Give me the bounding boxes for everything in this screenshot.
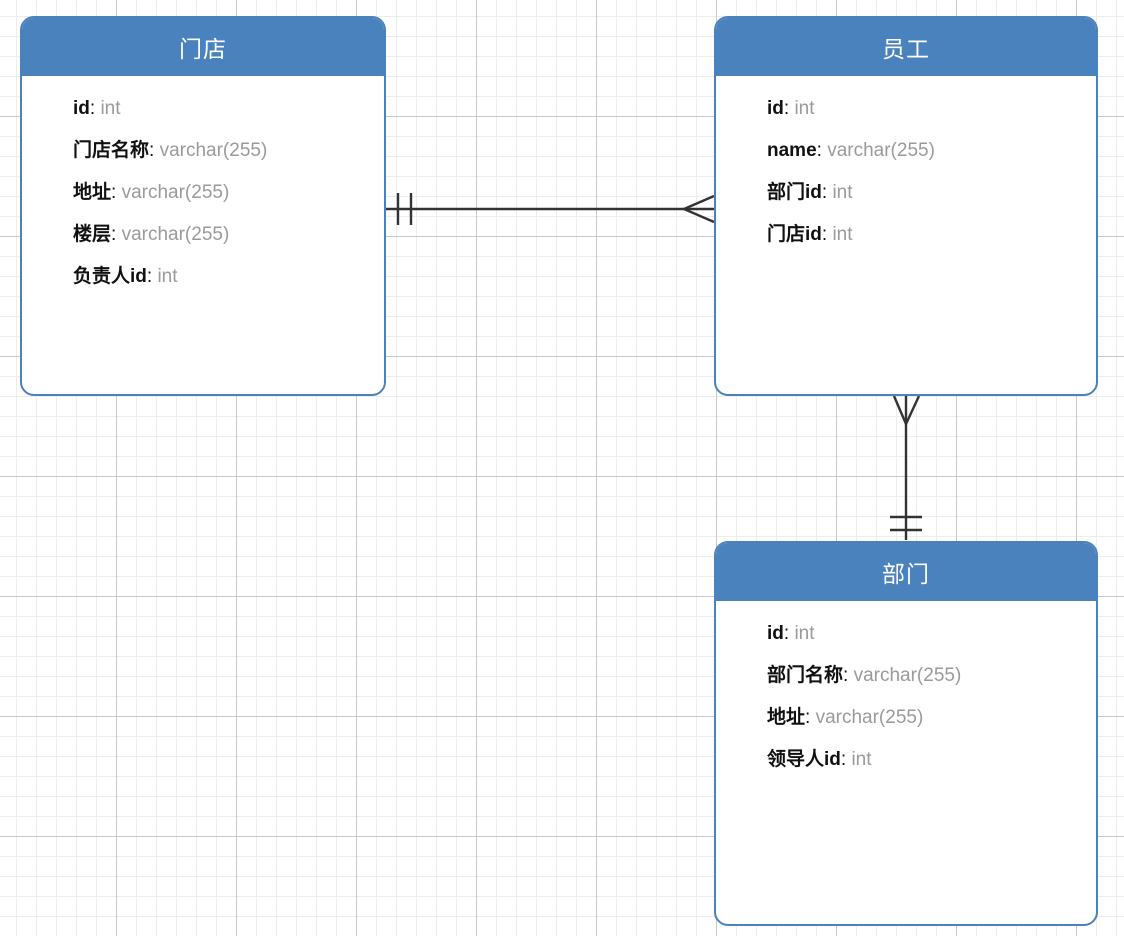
field-separator: : <box>146 266 153 287</box>
field-row: 地址: varchar(255) <box>22 172 384 214</box>
field-type: int <box>794 623 815 644</box>
field-row: 负责人id: int <box>22 256 384 298</box>
field-separator: : <box>783 623 790 644</box>
field-separator: : <box>111 182 117 203</box>
field-separator: : <box>805 707 811 728</box>
field-row: 楼层: varchar(255) <box>22 214 384 256</box>
entity-store-title: 门店 <box>22 18 384 76</box>
field-type: int <box>100 98 121 119</box>
field-name: 地址 <box>767 707 806 728</box>
field-separator: : <box>843 665 849 686</box>
field-separator: : <box>840 749 847 770</box>
field-type: varchar(255) <box>853 665 962 686</box>
field-separator: : <box>89 98 96 119</box>
field-type: varchar(255) <box>159 140 268 161</box>
field-type: int <box>832 182 853 203</box>
field-name: id <box>767 623 784 644</box>
field-type: varchar(255) <box>121 182 230 203</box>
field-separator: : <box>821 182 828 203</box>
field-name: 楼层 <box>73 224 112 245</box>
field-type: int <box>794 98 815 119</box>
entity-department-title: 部门 <box>716 543 1096 601</box>
field-type: int <box>832 224 853 245</box>
field-separator: : <box>783 98 790 119</box>
entity-store-fields: id: int 门店名称: varchar(255) 地址: varchar(2… <box>22 76 384 308</box>
field-type: varchar(255) <box>827 140 935 161</box>
field-type: int <box>157 266 178 287</box>
field-type: int <box>851 749 872 770</box>
entity-department-fields: id: int 部门名称: varchar(255) 地址: varchar(2… <box>716 601 1096 791</box>
field-row: 领导人id: int <box>716 739 1096 781</box>
field-name: 领导人id <box>767 749 841 770</box>
field-separator: : <box>111 224 117 245</box>
field-name: 负责人id <box>73 266 147 287</box>
field-row: id: int <box>716 613 1096 655</box>
field-row: id: int <box>22 88 384 130</box>
field-name: 门店名称 <box>73 140 150 161</box>
entity-employee-title: 员工 <box>716 18 1096 76</box>
field-name: id <box>73 98 90 119</box>
field-row: 部门id: int <box>716 172 1096 214</box>
field-separator: : <box>816 140 822 161</box>
entity-employee[interactable]: 员工 id: int name: varchar(255) 部门id: int … <box>714 16 1098 396</box>
entity-employee-fields: id: int name: varchar(255) 部门id: int 门店i… <box>716 76 1096 266</box>
field-name: 部门名称 <box>767 665 844 686</box>
field-separator: : <box>821 224 828 245</box>
field-name: id <box>767 98 784 119</box>
field-name: 部门id <box>767 182 822 203</box>
relationship-store-employee[interactable] <box>386 193 715 225</box>
field-row: 部门名称: varchar(255) <box>716 655 1096 697</box>
cardinality-many-crowsfoot <box>683 194 715 224</box>
relationship-department-employee[interactable] <box>890 395 922 540</box>
entity-department[interactable]: 部门 id: int 部门名称: varchar(255) 地址: varcha… <box>714 541 1098 926</box>
field-name: 门店id <box>767 224 822 245</box>
field-separator: : <box>149 140 155 161</box>
field-name: 地址 <box>73 182 112 203</box>
field-row: id: int <box>716 88 1096 130</box>
cardinality-many-crowsfoot <box>892 395 921 425</box>
field-row: name: varchar(255) <box>716 130 1096 172</box>
field-type: varchar(255) <box>121 224 230 245</box>
entity-store[interactable]: 门店 id: int 门店名称: varchar(255) 地址: varcha… <box>20 16 386 396</box>
field-type: varchar(255) <box>815 707 924 728</box>
field-name: name <box>767 140 817 161</box>
field-row: 门店id: int <box>716 214 1096 256</box>
field-row: 地址: varchar(255) <box>716 697 1096 739</box>
field-row: 门店名称: varchar(255) <box>22 130 384 172</box>
